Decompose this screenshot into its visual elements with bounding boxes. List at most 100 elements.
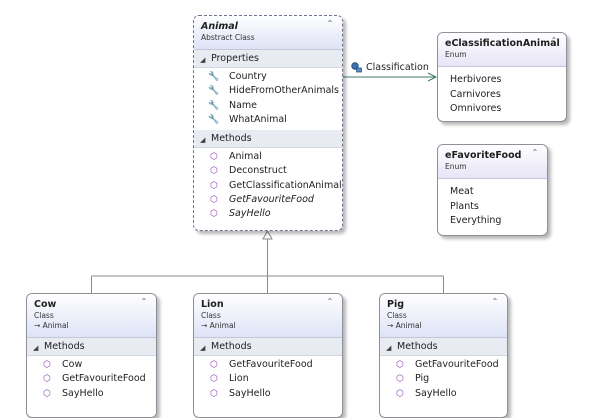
base-class: → Animal xyxy=(34,321,136,331)
property-item[interactable]: 🔧HideFromOtherAnimals xyxy=(194,84,342,98)
methods-list: ⬡ GetFavouriteFood ⬡ Pig ⬡ SayHello xyxy=(380,356,507,404)
class-kind: Class xyxy=(201,311,221,320)
inherit-arrow-icon: → xyxy=(34,321,43,330)
method-item[interactable]: ⬡ GetClassificationAnimal xyxy=(194,179,342,193)
enum-value[interactable]: Carnivores xyxy=(450,88,501,100)
section-methods-toggle[interactable]: ◢ Methods xyxy=(27,338,156,356)
enum-values-list: Meat Plants Everything xyxy=(438,179,547,233)
inherit-arrow-icon: → xyxy=(387,321,396,330)
class-kind: Class xyxy=(387,311,407,320)
section-methods-toggle[interactable]: ◢ Methods xyxy=(380,338,507,356)
enum-title: eFavoriteFood xyxy=(445,150,522,161)
section-label: Methods xyxy=(211,341,252,352)
methods-list: ⬡Cow ⬡GetFavouriteFood ⬡SayHello xyxy=(27,356,156,404)
enum-value[interactable]: Omnivores xyxy=(450,103,502,114)
double-chevron-up-icon[interactable]: ⌃ xyxy=(326,19,334,28)
section-properties-toggle[interactable]: ◢ Properties xyxy=(194,50,342,68)
property-item[interactable]: 🔧WhatAnimal xyxy=(194,113,342,127)
method-item[interactable]: ⬡ Lion xyxy=(194,372,342,386)
enum-food-header[interactable]: eFavoriteFood Enum ⌃ xyxy=(438,145,547,179)
methods-list: ⬡Animal ⬡Deconstruct ⬡GetClassificationA… xyxy=(194,148,342,224)
inheritance-arrow-icon xyxy=(262,229,273,240)
method-cube-icon: ⬡ xyxy=(396,388,404,399)
properties-list: 🔧 Country 🔧HideFromOtherAnimals 🔧 Name 🔧Wh… xyxy=(194,68,342,130)
association-arrowhead xyxy=(427,72,438,82)
method-item[interactable]: ⬡ SayHello xyxy=(380,387,507,401)
base-class: → Animal xyxy=(387,321,487,331)
property-name: Name xyxy=(229,99,258,111)
enum-favorite-food[interactable]: eFavoriteFood Enum ⌃ Meat Plants Everyth… xyxy=(437,144,548,236)
enum-value[interactable]: Everything xyxy=(450,215,502,226)
method-item[interactable]: ⬡SayHello xyxy=(194,387,342,401)
property-item[interactable]: 🔧 Country xyxy=(194,70,342,84)
class-lion[interactable]: Lion Class → Animal ⌃ ◢ Methods ⬡GetFavo… xyxy=(193,293,343,418)
enum-classification[interactable]: eClassificationAnimal Enum ⌃ Herbivores … xyxy=(437,32,567,122)
class-cow[interactable]: Cow Class → Animal ⌃ ◢ Methods ⬡Cow ⬡Get… xyxy=(26,293,157,418)
double-chevron-up-icon[interactable]: ⌃ xyxy=(491,297,499,306)
method-item[interactable]: ⬡Cow xyxy=(27,358,156,372)
double-chevron-up-icon[interactable]: ⌃ xyxy=(550,36,558,45)
triangle-expanded-icon: ◢ xyxy=(200,56,206,64)
method-item[interactable]: ⬡ Pig xyxy=(380,372,507,386)
method-cube-icon: ⬡ xyxy=(210,180,218,191)
method-item[interactable]: ⬡SayHello xyxy=(194,207,342,221)
section-methods-toggle[interactable]: ◢ Methods xyxy=(194,130,342,149)
wrench-icon: 🔧 xyxy=(208,72,220,82)
section-methods-toggle[interactable]: ◢ Methods xyxy=(194,338,342,356)
section-label: Properties xyxy=(211,53,260,64)
method-cube-icon: ⬡ xyxy=(210,152,218,163)
class-title: Cow xyxy=(34,299,57,310)
section-label: Methods xyxy=(44,341,85,352)
method-cube-icon: ⬡ xyxy=(210,374,218,385)
method-item[interactable]: ⬡SayHello xyxy=(27,387,156,401)
enum-value[interactable]: Plants xyxy=(450,200,479,212)
method-item[interactable]: ⬡GetFavouriteFood xyxy=(27,372,156,386)
inherit-arrow-icon: → xyxy=(201,321,210,330)
property-item[interactable]: 🔧 Name xyxy=(194,99,342,113)
class-title: Animal xyxy=(201,21,238,32)
method-item[interactable]: ⬡Deconstruct xyxy=(194,164,342,178)
class-title: Lion xyxy=(201,299,224,310)
enum-values-list: Herbivores Carnivores Omnivores xyxy=(438,67,566,121)
class-animal-header[interactable]: Animal Abstract Class ⌃ xyxy=(194,16,342,50)
enum-classification-header[interactable]: eClassificationAnimal Enum ⌃ xyxy=(438,33,566,67)
enum-value[interactable]: Meat xyxy=(450,186,474,197)
method-name: Pig xyxy=(415,373,430,385)
method-name: GetFavouriteFood xyxy=(415,359,499,370)
method-name: Cow xyxy=(62,359,83,370)
method-cube-icon: ⬡ xyxy=(210,195,218,206)
wrench-icon: 🔧 xyxy=(208,100,220,111)
triangle-expanded-icon: ◢ xyxy=(386,344,392,352)
class-cow-header[interactable]: Cow Class → Animal ⌃ xyxy=(27,294,156,338)
method-cube-icon: ⬡ xyxy=(396,360,404,370)
method-cube-icon: ⬡ xyxy=(43,388,51,399)
class-title: Pig xyxy=(387,299,405,310)
method-name: Lion xyxy=(229,373,249,385)
base-class-name: Animal xyxy=(42,321,69,330)
association-label: Classification xyxy=(366,62,429,73)
method-cube-icon: ⬡ xyxy=(396,374,404,385)
method-name: Deconstruct xyxy=(229,165,287,177)
double-chevron-up-icon[interactable]: ⌃ xyxy=(326,297,334,306)
property-name: Country xyxy=(229,71,267,82)
class-animal[interactable]: Animal Abstract Class ⌃ ◢ Properties 🔧 Co… xyxy=(193,15,343,231)
class-kind: Abstract Class xyxy=(201,33,255,42)
method-item[interactable]: ⬡GetFavouriteFood xyxy=(194,358,342,372)
enum-value[interactable]: Herbivores xyxy=(450,74,502,85)
double-chevron-up-icon[interactable]: ⌃ xyxy=(140,297,148,306)
class-lion-header[interactable]: Lion Class → Animal ⌃ xyxy=(194,294,342,338)
enum-title: eClassificationAnimal xyxy=(445,38,560,49)
wrench-icon: 🔧 xyxy=(208,86,220,97)
method-item[interactable]: ⬡ GetFavouriteFood xyxy=(380,358,507,372)
method-item[interactable]: ⬡Animal xyxy=(194,150,342,164)
class-pig[interactable]: Pig Class → Animal ⌃ ◢ Methods ⬡ GetFavou… xyxy=(379,293,508,418)
class-pig-header[interactable]: Pig Class → Animal ⌃ xyxy=(380,294,507,338)
method-item[interactable]: ⬡GetFavouriteFood xyxy=(194,193,342,207)
method-name: GetClassificationAnimal xyxy=(229,179,342,191)
methods-list: ⬡GetFavouriteFood ⬡ Lion ⬡SayHello xyxy=(194,356,342,404)
enum-kind: Enum xyxy=(445,50,467,59)
class-kind: Class xyxy=(34,311,54,320)
method-name: SayHello xyxy=(415,387,457,399)
method-name: SayHello xyxy=(229,208,271,220)
double-chevron-up-icon[interactable]: ⌃ xyxy=(531,148,539,157)
